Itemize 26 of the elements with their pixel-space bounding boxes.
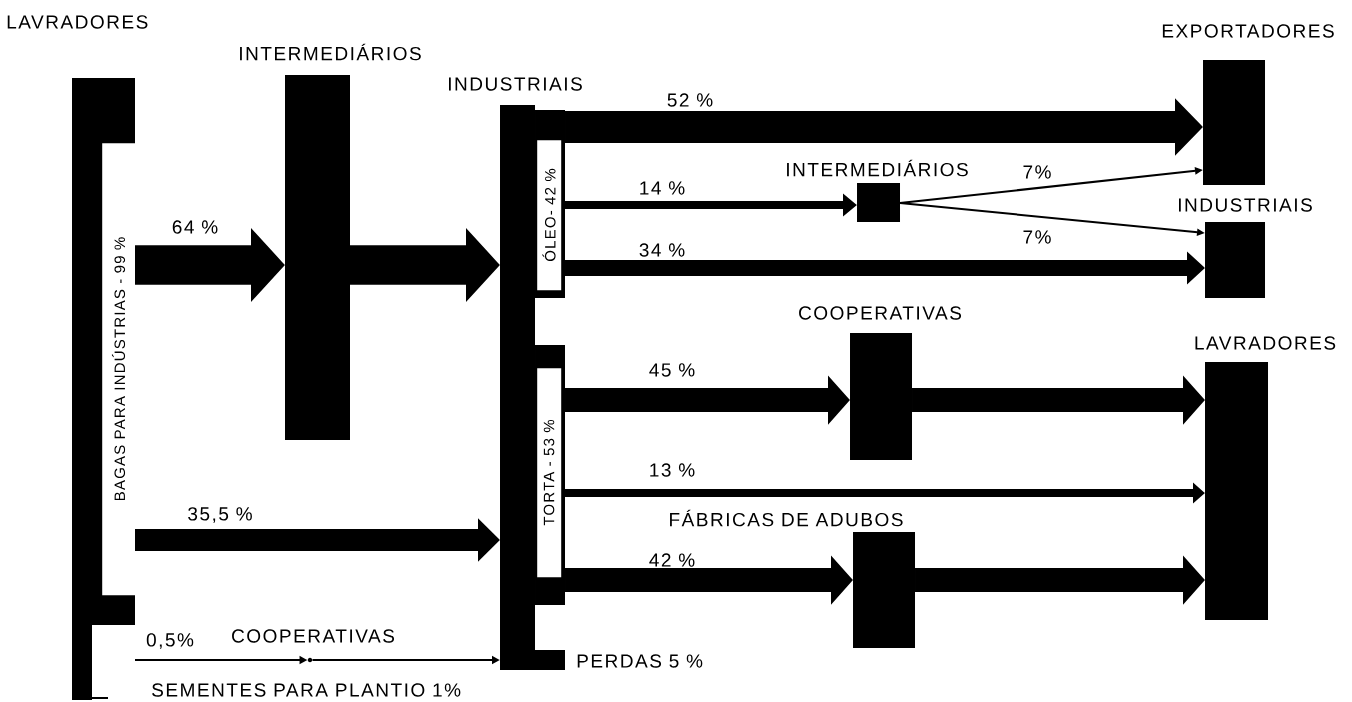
bar-title: LAVRADORES bbox=[1195, 336, 1336, 350]
edge-label: 14 % bbox=[637, 180, 687, 196]
bar-label: TORTA - 53 % bbox=[537, 368, 562, 578]
edge-label: 35,5 % bbox=[186, 506, 254, 524]
edge-label: 64 % bbox=[170, 219, 220, 235]
edge-label: 0,5% bbox=[145, 632, 195, 650]
edge-label: 42 % bbox=[647, 552, 697, 568]
side-note: SEMENTES PARA PLANTIO 1% bbox=[152, 683, 461, 697]
bar-title: INDUSTRIAIS bbox=[1179, 198, 1312, 212]
edge-label: 13 % bbox=[647, 462, 697, 478]
bar-title: INTERMEDIÁRIOS bbox=[787, 159, 968, 177]
bar-title: EXPORTADORES bbox=[1162, 24, 1334, 38]
edge-label: 34 % bbox=[637, 242, 687, 258]
edge-label: 45 % bbox=[647, 362, 697, 378]
bar-title: INTERMEDIÁRIOS bbox=[240, 43, 421, 61]
bar-title: COOPERATIVAS bbox=[232, 629, 395, 643]
edge-label: 52 % bbox=[665, 92, 715, 108]
bar-label: ÓLEO- 42 % bbox=[537, 140, 562, 291]
bar-label: BAGAS PARA INDÚSTRIAS - 99 % bbox=[102, 143, 136, 596]
edge-label: 7% bbox=[1021, 229, 1053, 245]
bar-title: INDUSTRIAIS bbox=[449, 77, 582, 91]
bar-title: FÁBRICAS DE ADUBOS bbox=[670, 509, 903, 527]
bar-title: LAVRADORES bbox=[7, 15, 148, 29]
bar-title: COOPERATIVAS bbox=[799, 306, 962, 320]
edge-label: 7% bbox=[1021, 164, 1053, 180]
side-note: PERDAS 5 % bbox=[577, 654, 703, 668]
